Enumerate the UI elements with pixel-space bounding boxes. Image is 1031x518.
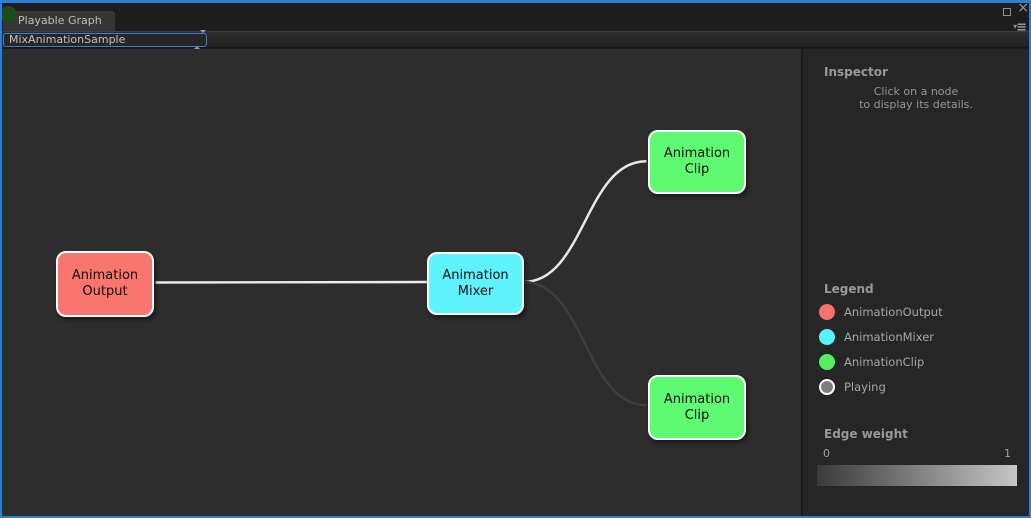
edge-weight-max-label: 1 [1004,447,1011,460]
node-label: Animation Clip [663,146,731,177]
tab-playable-graph[interactable]: Playable Graph [3,11,115,31]
tab-bar: Playable Graph × ▾≡ [2,0,1029,35]
node-animation-output[interactable]: Animation Output [56,251,154,317]
animationclip-color-dot-icon [819,354,835,370]
node-label: Animation Clip [663,391,731,423]
animationoutput-color-dot-icon [819,304,835,320]
legend-item: AnimationOutput [803,301,1029,326]
inspector-panel: Inspector Click on a node to display its… [801,49,1029,516]
legend-title: Legend [824,282,874,296]
playing-color-dot-icon [819,379,835,395]
node-animation-mixer[interactable]: Animation Mixer [427,252,524,315]
edge-weight-gradient-bar [817,465,1017,486]
toolbar: MixAnimationSample [2,30,1029,49]
inspector-empty-message-line1: Click on a node [873,85,959,98]
legend-item-label: AnimationClip [844,355,925,369]
graph-selector-value: MixAnimationSample [9,33,126,46]
edge [523,160,647,284]
green-status-dot-icon [2,6,17,23]
legend-item-label: AnimationMixer [844,330,935,344]
node-animation-clip-bottom[interactable]: Animation Clip [648,375,746,440]
menu-arrow-icon: ▾ [1013,22,1017,31]
animationmixer-color-dot-icon [819,329,835,345]
edges-layer [155,160,647,407]
pane-menu-icon[interactable]: ▾≡ [1013,20,1027,35]
node-label: Animation Mixer [442,267,509,299]
edge-weight-min-label: 0 [823,447,830,460]
legend-item-label: AnimationOutput [844,305,943,319]
legend-item: Playing [803,376,1029,401]
legend-item-label: Playing [844,380,886,394]
inspector-empty-message-line2: to display its details. [859,98,973,111]
node-label: Animation Output [71,268,139,299]
node-animation-clip-top[interactable]: Animation Clip [648,130,746,194]
close-icon[interactable]: × [1017,0,1029,16]
menu-lines-icon: ≡ [1016,20,1027,35]
legend-item: AnimationClip [803,351,1029,376]
legend-item: AnimationMixer [803,326,1029,351]
edge [523,280,647,407]
maximize-icon[interactable] [1003,8,1011,16]
graph-selector-dropdown[interactable]: MixAnimationSample [3,30,207,49]
updown-arrows-icon [194,30,206,49]
inspector-title: Inspector [824,65,888,79]
edge-weight-scale: 0 1 [803,447,1029,461]
edge-weight-title: Edge weight [824,427,908,441]
